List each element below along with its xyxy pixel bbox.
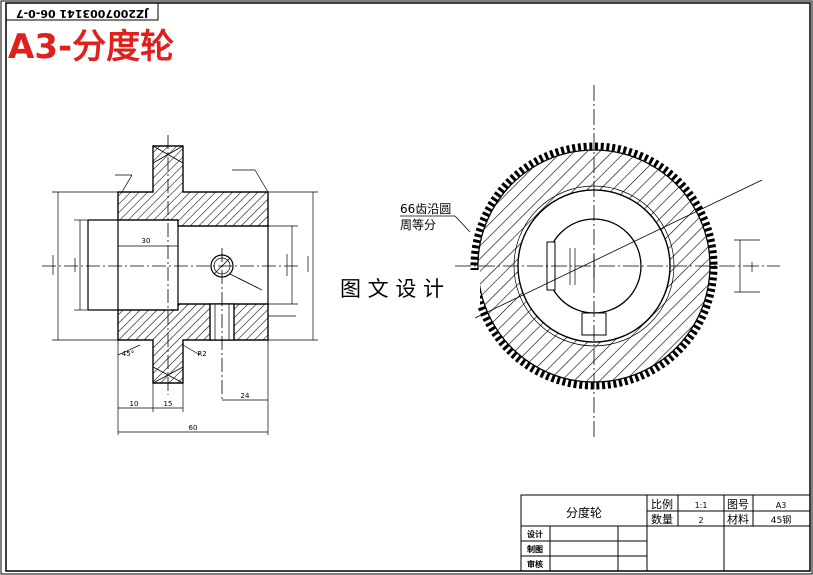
dim-30: 30: [142, 237, 151, 245]
drawing-no-value: A3: [776, 501, 787, 510]
row-design: 设计: [527, 529, 543, 539]
tooth-note-line1: 66齿沿圆: [400, 202, 451, 216]
dim-angle: 45°: [122, 350, 134, 358]
drawing-title: A3-分度轮: [8, 27, 174, 67]
title-block: [520, 494, 811, 572]
watermark-box: [336, 270, 480, 306]
section-hatch-top: [117, 145, 269, 227]
dim-24: 24: [241, 392, 250, 400]
gear-diag-line: [474, 179, 763, 319]
drawing-no-label: 图号: [727, 498, 749, 511]
section-view: [87, 145, 269, 384]
dim-r-small: R2: [197, 350, 206, 358]
dim-60: 60: [189, 424, 198, 432]
code-box: [5, 2, 159, 21]
row-draft: 制图: [527, 544, 543, 554]
scale-value: 1:1: [695, 501, 708, 510]
scale-label: 比例: [651, 497, 673, 511]
material-label: 材料: [727, 512, 749, 526]
qty-label: 数量: [651, 513, 673, 526]
inner-frame: [5, 2, 811, 572]
dim-10: 10: [130, 400, 139, 408]
watermark-text: 图 文 设 计: [340, 277, 444, 301]
row-check: 审核: [527, 559, 543, 569]
qty-value: 2: [698, 516, 703, 525]
drawing-code: JZ2007003141 06-0-7: [16, 7, 149, 20]
section-hatch-bottom: [117, 303, 269, 384]
section-outline: [117, 145, 269, 384]
dim-15: 15: [164, 400, 173, 408]
tooth-note-line2: 周等分: [400, 218, 436, 232]
material-value: 45钢: [771, 514, 791, 526]
part-name: 分度轮: [566, 505, 602, 520]
